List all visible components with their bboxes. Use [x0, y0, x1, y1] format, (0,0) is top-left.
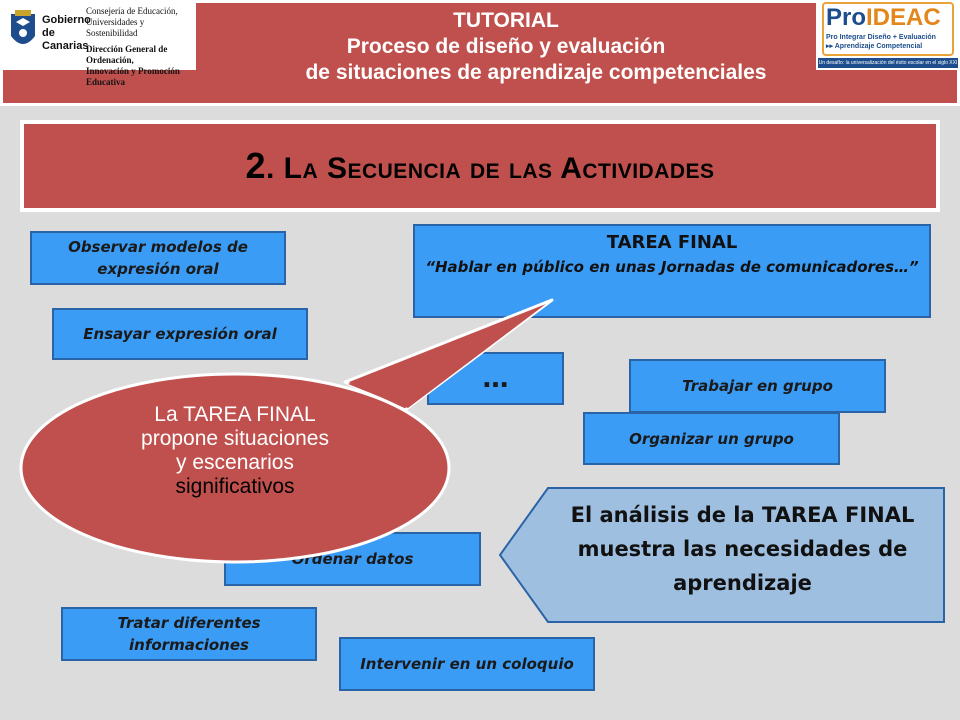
callout-line-3: y escenarios	[176, 451, 294, 474]
gobierno-name: Gobierno de Canarias	[42, 14, 91, 52]
section-title: 2. La Secuencia de las Actividades	[24, 124, 936, 208]
tutorial-subtitle: Proceso de diseño y evaluación	[346, 35, 666, 58]
brand-line-2: ▸▸ Aprendizaje Competencial	[826, 43, 923, 50]
activity-observar: Observar modelos de expresión oral	[30, 231, 286, 285]
tarea-final-heading: TAREA FINAL	[606, 232, 738, 253]
callout-line-1: La TAREA FINAL	[154, 403, 316, 426]
callout-text: La TAREA FINAL propone situaciones y esc…	[70, 403, 400, 499]
section-title-text: . La Secuencia de las Actividades	[265, 152, 715, 185]
activity-organizar: Organizar un grupo	[583, 412, 840, 465]
activity-trabajar: Trabajar en grupo	[629, 359, 886, 413]
activity-tratar: Tratar diferentes informaciones	[61, 607, 317, 661]
coat-of-arms-icon	[11, 10, 35, 44]
brand-pro: Pro	[826, 4, 867, 31]
tarea-final-box: TAREA FINAL “Hablar en público en unas J…	[413, 224, 931, 318]
org-line-2: Universidades y Sostenibilidad	[86, 17, 145, 38]
org-block: Consejería de Educación, Universidades y…	[86, 6, 194, 88]
gobierno-canarias-logo: Gobierno de Canarias Consejería de Educa…	[0, 0, 196, 87]
callout-line-4: significativos	[175, 475, 295, 498]
dept-line-2: Innovación y Promoción Educativa	[86, 66, 180, 87]
brand-tagline: Un desafío: la universalización del éxit…	[818, 58, 958, 68]
dept-line-1: Dirección General de Ordenación,	[86, 44, 168, 65]
proideac-logo: ProIDEAC Pro Integrar Diseño + Evaluació…	[816, 0, 960, 70]
analysis-text: El análisis de la TAREA FINAL muestra la…	[570, 503, 915, 595]
tutorial-subtitle-2: de situaciones de aprendizaje competenci…	[305, 61, 767, 84]
org-line-1: Consejería de Educación,	[86, 6, 178, 16]
activity-intervenir: Intervenir en un coloquio	[339, 637, 595, 691]
brand-line-1: Pro Integrar Diseño + Evaluación	[826, 34, 936, 41]
activity-ensayar: Ensayar expresión oral	[52, 308, 308, 360]
tarea-final-description: “Hablar en público en unas Jornadas de c…	[425, 258, 919, 276]
callout-line-2: propone situaciones	[141, 427, 329, 450]
tutorial-label: TUTORIAL	[453, 9, 559, 32]
brand-ideac: IDEAC	[866, 4, 941, 31]
section-number: 2	[245, 145, 266, 186]
